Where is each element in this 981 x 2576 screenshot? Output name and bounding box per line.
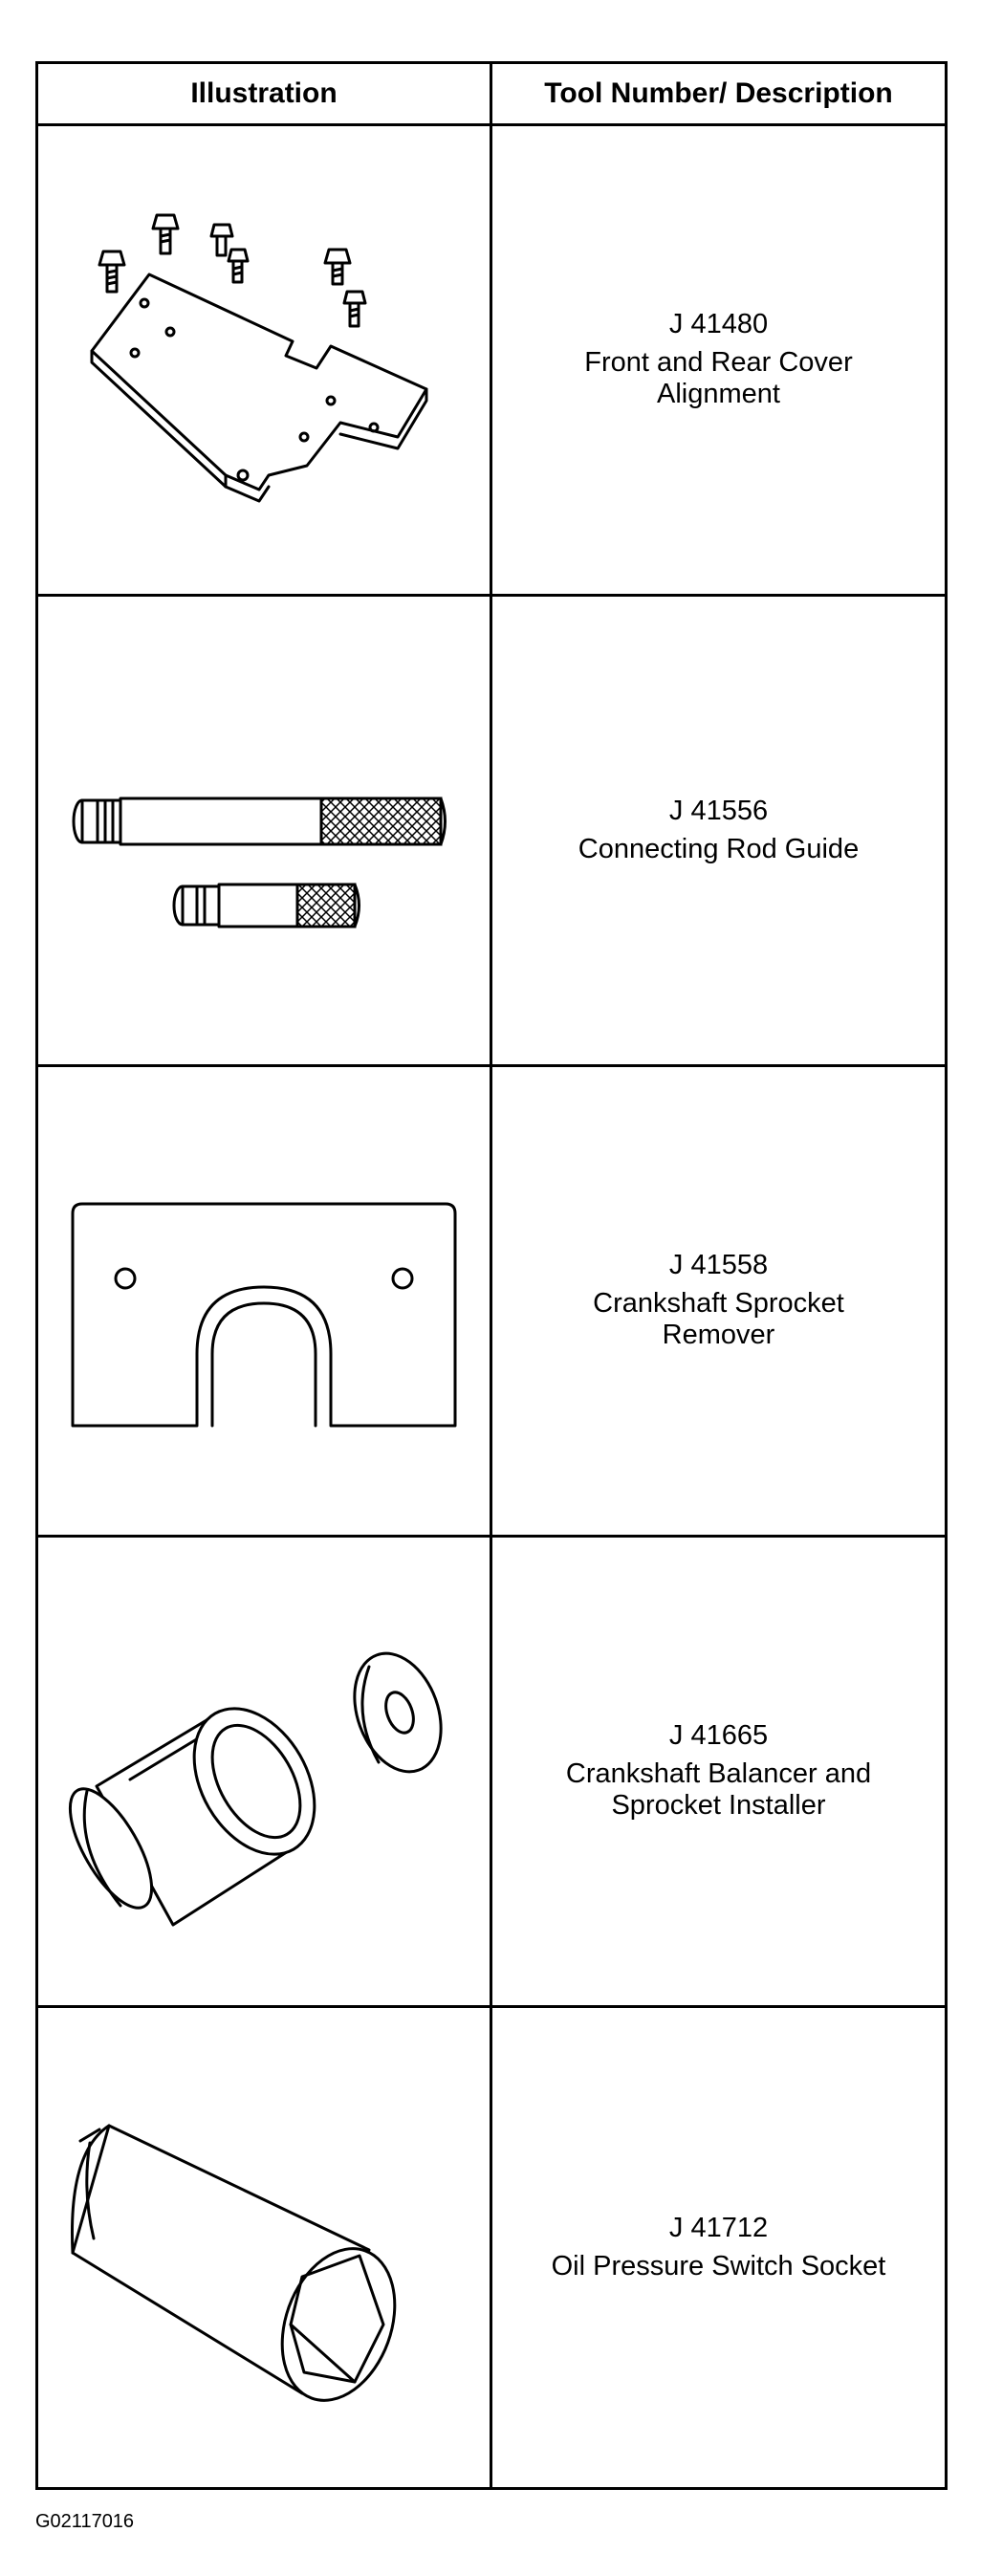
oil-pressure-switch-socket-icon bbox=[38, 2008, 492, 2487]
balancer-installer-icon bbox=[38, 1538, 492, 2005]
tool-info: J 41558 Crankshaft Sprocket Remover bbox=[492, 1067, 945, 1535]
table-row: J 41712 Oil Pressure Switch Socket bbox=[38, 2008, 945, 2487]
tool-description: Crankshaft Sprocket Remover bbox=[593, 1287, 844, 1351]
tool-number: J 41665 bbox=[668, 1720, 769, 1752]
table-row: J 41558 Crankshaft Sprocket Remover bbox=[38, 1067, 945, 1538]
figure-code: G02117016 bbox=[35, 2511, 135, 2532]
table-row: J 41556 Connecting Rod Guide bbox=[38, 597, 945, 1067]
tool-number: J 41556 bbox=[668, 796, 769, 827]
tool-description: Crankshaft Balancer and Sprocket Install… bbox=[565, 1757, 872, 1822]
header-illustration: Illustration bbox=[38, 64, 492, 123]
table-header-row: Illustration Tool Number/ Description bbox=[38, 64, 945, 126]
tool-number: J 41558 bbox=[668, 1250, 769, 1281]
tool-description: Oil Pressure Switch Socket bbox=[551, 2250, 886, 2281]
tool-number: J 41712 bbox=[668, 2213, 769, 2244]
special-tools-table: Illustration Tool Number/ Description bbox=[35, 61, 948, 2490]
table-row: J 41665 Crankshaft Balancer and Sprocket… bbox=[38, 1538, 945, 2008]
cover-alignment-plate-icon bbox=[38, 126, 492, 594]
tool-info: J 41665 Crankshaft Balancer and Sprocket… bbox=[492, 1538, 945, 2005]
tool-info: J 41556 Connecting Rod Guide bbox=[492, 597, 945, 1064]
tool-number: J 41480 bbox=[668, 309, 769, 340]
table-row: J 41480 Front and Rear Cover Alignment bbox=[38, 126, 945, 597]
connecting-rod-guide-icon bbox=[38, 597, 492, 1064]
tool-info: J 41712 Oil Pressure Switch Socket bbox=[492, 2008, 945, 2487]
sprocket-remover-icon bbox=[38, 1067, 492, 1535]
tool-description: Connecting Rod Guide bbox=[578, 833, 860, 864]
header-tool-description: Tool Number/ Description bbox=[544, 77, 893, 109]
tool-description: Front and Rear Cover Alignment bbox=[584, 346, 853, 410]
tool-info: J 41480 Front and Rear Cover Alignment bbox=[492, 126, 945, 594]
